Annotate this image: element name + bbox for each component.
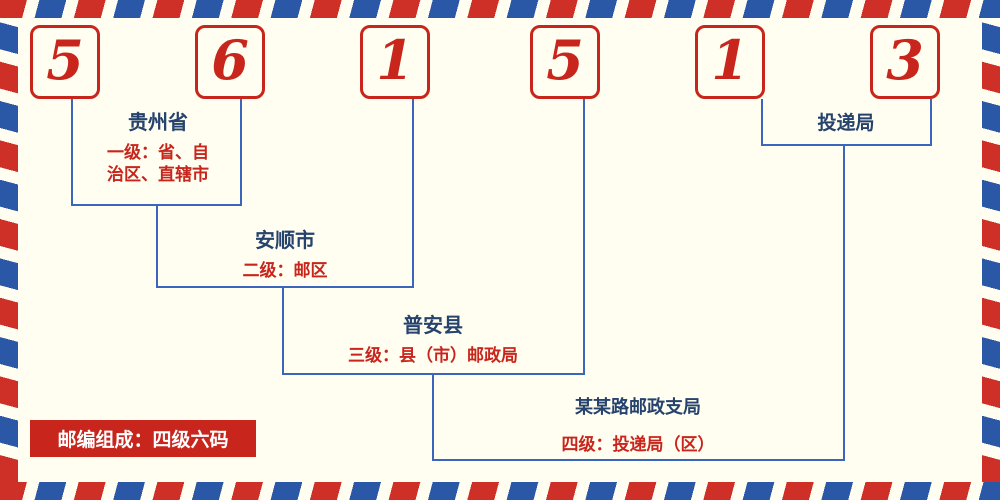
digit-box-5: 1 [695, 25, 765, 99]
level4-bracket-bottom-line [432, 459, 845, 461]
delivery-box-right-line [930, 99, 932, 146]
digit-box-3: 1 [360, 25, 430, 99]
level2-bracket-left-line [156, 204, 158, 288]
digit-box-2: 6 [195, 25, 265, 99]
level2-label-group: 安顺市 二级：邮区 [205, 228, 365, 282]
level1-desc-line1: 一级：省、自 [107, 143, 209, 163]
digit-6: 3 [886, 28, 924, 92]
level3-bracket-right-line [583, 99, 585, 375]
level1-place: 贵州省 [128, 110, 188, 134]
digit-2: 6 [211, 28, 249, 92]
level4-bracket-left-line [432, 373, 434, 461]
delivery-office-label: 投递局 [817, 112, 875, 134]
level3-bracket-left-line [282, 286, 284, 375]
digit-4: 5 [546, 28, 584, 92]
level4-bracket-right-line [843, 144, 845, 461]
digit-5: 1 [711, 28, 749, 92]
digit-1: 5 [46, 28, 84, 92]
level3-label-group: 普安县 三级：县（市）邮政局 [323, 313, 543, 367]
level3-place: 普安县 [403, 313, 463, 337]
level2-place: 安顺市 [255, 228, 315, 252]
airmail-border-left [0, 18, 18, 482]
level4-desc: 四级：投递局（区） [561, 435, 715, 455]
level2-desc: 二级：邮区 [242, 261, 328, 281]
delivery-box-bottom-line [761, 144, 932, 146]
digit-box-6: 3 [870, 25, 940, 99]
postal-code-composition-badge: 邮编组成：四级六码 [30, 420, 256, 457]
level4-place: 某某路邮政支局 [575, 397, 701, 418]
level2-bracket-right-line [412, 99, 414, 288]
digit-box-1: 5 [30, 25, 100, 99]
level2-bracket-bottom-line [156, 286, 414, 288]
level4-label-group: 某某路邮政支局 四级：投递局（区） [518, 396, 758, 456]
airmail-border-top [0, 0, 1000, 18]
digit-box-4: 5 [530, 25, 600, 99]
airmail-border-right [982, 18, 1000, 482]
delivery-box-left-line [761, 99, 763, 146]
airmail-border-bottom [0, 482, 1000, 500]
level1-bracket-left-line [71, 99, 73, 206]
level1-label-group: 贵州省 一级：省、自 治区、直辖市 [78, 110, 238, 186]
level3-desc: 三级：县（市）邮政局 [348, 346, 518, 366]
level1-desc-line2: 治区、直辖市 [107, 165, 209, 185]
level1-bracket-right-line [240, 99, 242, 206]
digit-3: 1 [376, 28, 414, 92]
